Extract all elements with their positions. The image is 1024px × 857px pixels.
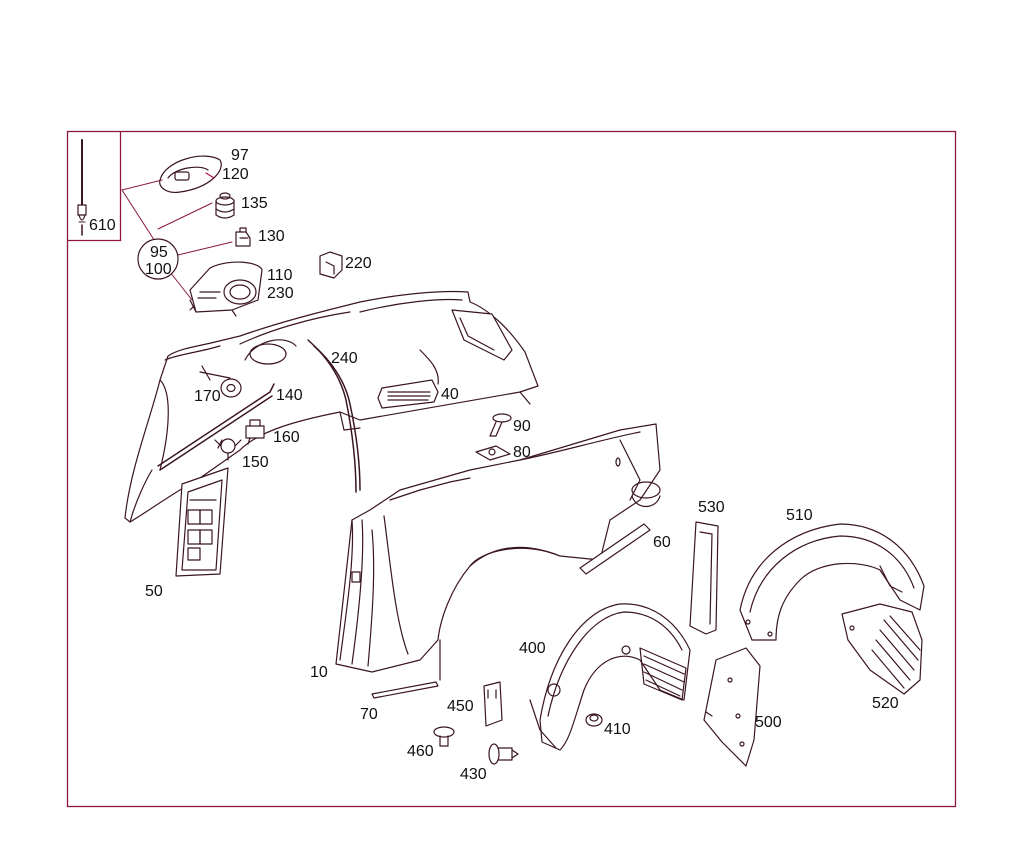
label-100: 100: [145, 261, 172, 278]
label-400: 400: [519, 640, 546, 657]
label-240: 240: [331, 350, 358, 367]
part-430-clip[interactable]: [488, 743, 519, 765]
part-500-panel[interactable]: [703, 647, 761, 767]
label-140: 140: [276, 387, 303, 404]
label-520: 520: [872, 695, 899, 712]
part-70-strip[interactable]: [371, 681, 439, 699]
part-450-bracket[interactable]: [483, 681, 503, 727]
label-510: 510: [786, 507, 813, 524]
part-140-rod[interactable]: [157, 383, 275, 471]
part-inner-quarter-panel[interactable]: [124, 290, 539, 523]
label-97: 97: [231, 147, 249, 164]
label-120: 120: [222, 166, 249, 183]
part-510-liner[interactable]: [739, 523, 925, 641]
part-135-grommet[interactable]: [215, 192, 235, 219]
part-80-clip[interactable]: [475, 445, 511, 461]
label-70: 70: [360, 706, 378, 723]
label-130: 130: [258, 228, 285, 245]
label-110: 110: [267, 267, 293, 284]
part-50-trim[interactable]: [175, 467, 229, 577]
label-530: 530: [698, 499, 725, 516]
bubble-leaders: [121, 179, 233, 301]
part-97-cap[interactable]: [159, 155, 222, 193]
part-520-shield[interactable]: [841, 603, 923, 695]
part-95-100-bubble: [137, 238, 179, 280]
part-410-nut[interactable]: [585, 713, 603, 727]
label-500: 500: [755, 714, 782, 731]
label-80: 80: [513, 444, 531, 461]
label-460: 460: [407, 743, 434, 760]
label-50: 50: [145, 583, 163, 600]
part-90-screw[interactable]: [489, 413, 512, 437]
label-170: 170: [194, 388, 221, 405]
label-40: 40: [441, 386, 459, 403]
part-10-outer-panel[interactable]: [335, 423, 661, 681]
label-135: 135: [241, 195, 268, 212]
part-610-pin[interactable]: [77, 139, 87, 236]
part-130-clip[interactable]: [235, 227, 251, 247]
part-240-strip[interactable]: [307, 339, 361, 493]
label-410: 410: [604, 721, 631, 738]
inset-box: [67, 131, 122, 242]
diagram-frame: [66, 130, 957, 808]
label-220: 220: [345, 255, 372, 272]
part-150-nut[interactable]: [214, 438, 242, 461]
part-220-bracket[interactable]: [319, 251, 343, 279]
label-95: 95: [150, 244, 168, 261]
label-160: 160: [273, 429, 300, 446]
label-10: 10: [310, 664, 328, 681]
label-430: 430: [460, 766, 487, 783]
label-60: 60: [653, 534, 671, 551]
part-530-strip[interactable]: [689, 521, 719, 635]
part-60-strip[interactable]: [579, 523, 651, 575]
part-400-liner[interactable]: [529, 603, 691, 751]
label-230: 230: [267, 285, 294, 302]
part-160-clip[interactable]: [245, 419, 265, 445]
part-170-washer[interactable]: [220, 378, 242, 398]
part-460-screw[interactable]: [433, 726, 455, 747]
label-150: 150: [242, 454, 269, 471]
part-110-housing[interactable]: [189, 261, 263, 317]
label-450: 450: [447, 698, 474, 715]
label-610: 610: [89, 217, 116, 234]
label-90: 90: [513, 418, 531, 435]
part-40-vent[interactable]: [377, 379, 439, 409]
